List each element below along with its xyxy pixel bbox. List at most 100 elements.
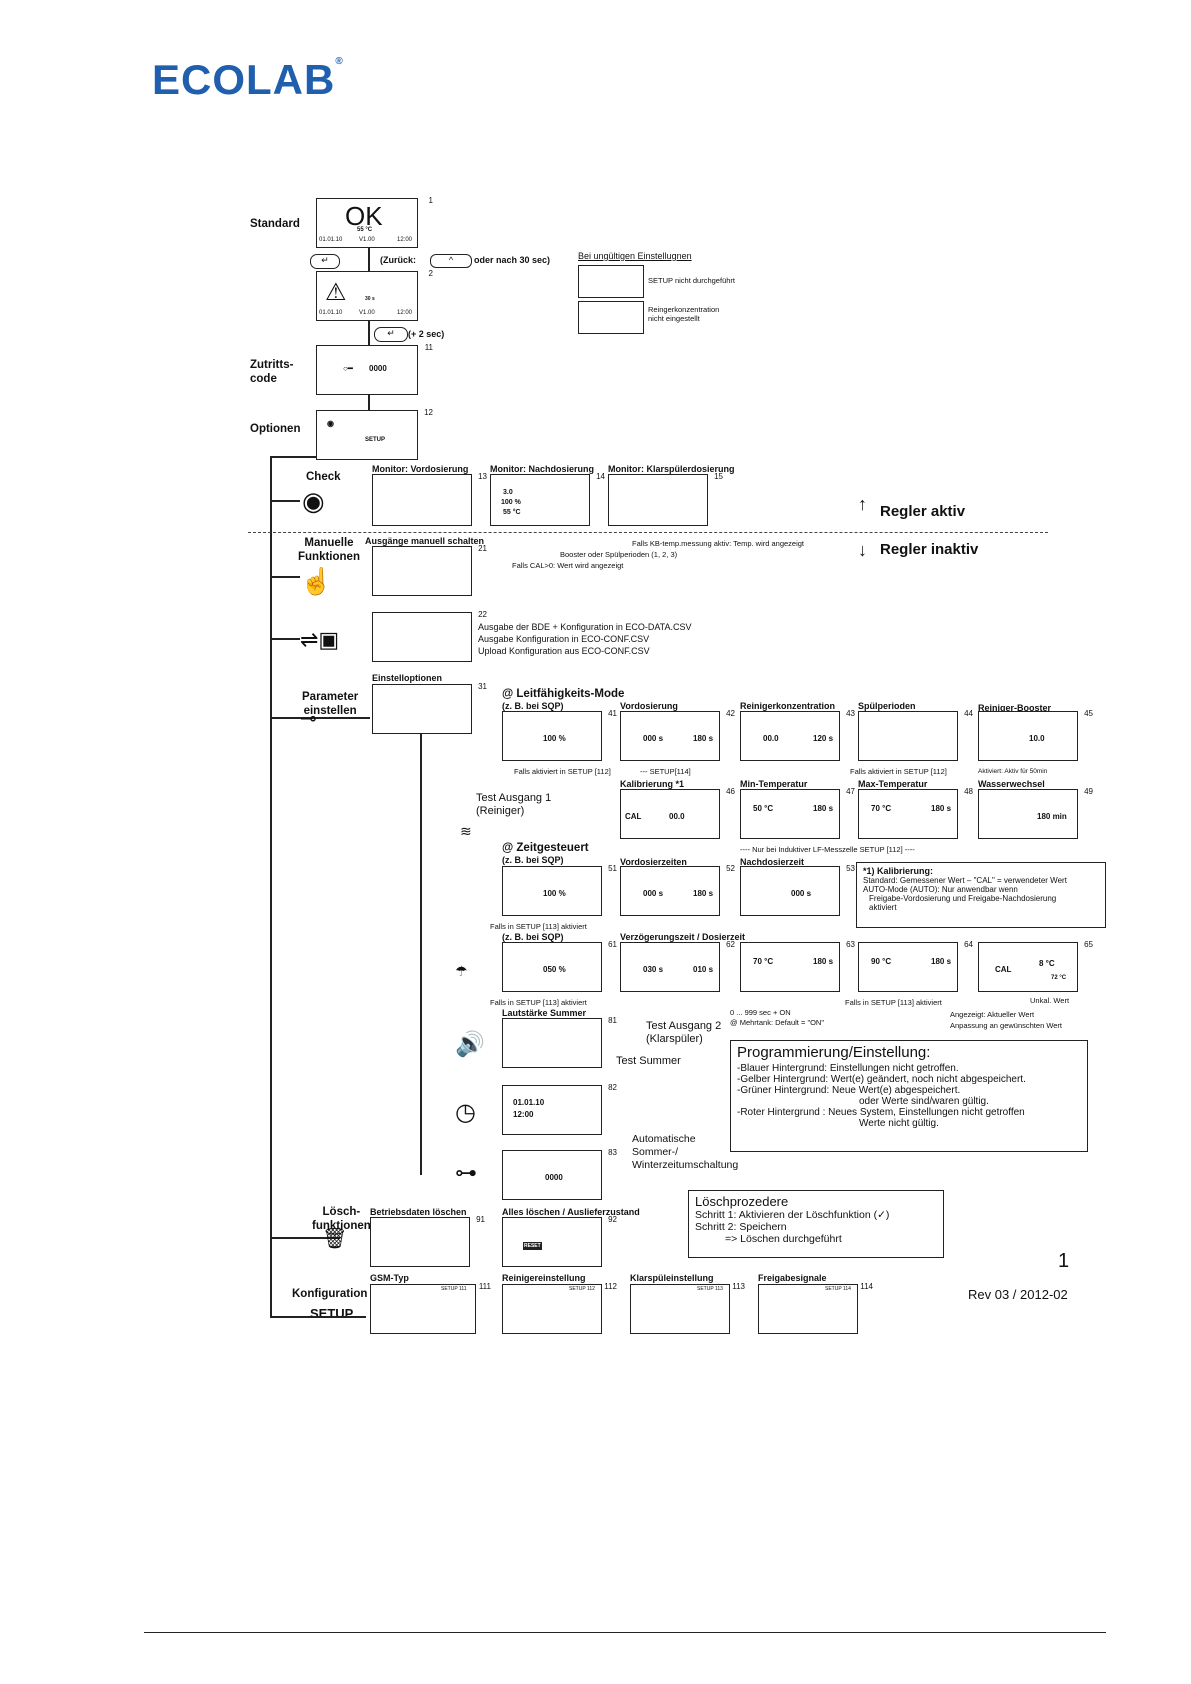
value: CAL [625,812,642,821]
screen-usb[interactable]: 22 [372,610,487,662]
screen-num: 48 [964,787,973,796]
label-setup: SETUP [310,1306,354,1321]
value: 010 s [693,965,714,974]
bdel-title: Betriebsdaten löschen [370,1207,467,1217]
screen-num: 91 [476,1215,485,1224]
water-icon[interactable]: ≋ [460,823,472,839]
screen-num: 114 [860,1282,873,1291]
shower-icon[interactable]: ☂ [455,963,468,979]
time: 12:00 [397,237,413,243]
usb-text-2: Ausgabe Konfiguration in ECO-CONF.CSV [478,634,650,644]
screen-einstell[interactable]: 31 [372,682,487,734]
note: Unkal. Wert [1030,996,1070,1005]
vorzeit-title: Vordosierzeiten [620,857,687,867]
screen-num: 14 [596,472,605,481]
value: 180 s [693,889,714,898]
screen-num: 63 [846,940,855,949]
screen-options[interactable]: ◉ SETUP 12 [316,408,433,460]
flow-line [368,392,370,410]
up-button[interactable]: ^ [430,254,472,268]
value: 000 s [791,889,812,898]
value: 10.0 [1029,734,1045,743]
code-value: 0000 [369,364,387,373]
hand-icon[interactable]: ☝ [300,566,333,596]
note-booster: Booster oder Spülperioden (1, 2, 3) [560,550,678,559]
note-kb: Falls KB-temp.messung aktiv: Temp. wird … [632,539,805,548]
verz-title: Verzögerungszeit / Dosierzeit [620,932,746,942]
note-line: Werte nicht gültig. [859,1118,939,1129]
value: 3.0 [503,489,513,496]
screen-61[interactable]: 050 %61 [502,940,617,992]
invalid-text-2: Reingerkonzentration nicht eingestellt [648,305,720,323]
screen-num: 1 [428,196,433,205]
screen-83[interactable]: 0000 83 [502,1148,617,1200]
trash-icon[interactable]: 🗑 [322,1228,348,1250]
screen-monitor-nach[interactable]: 3.0 100 % 55 °C 14 [490,472,605,526]
note-line: => Löschen durchgeführt [725,1233,842,1245]
key-icon[interactable]: ⊶ [455,1160,477,1185]
label-parameter: Parameter einstellen [302,691,359,717]
screen-num: 111 [478,1282,491,1291]
screen-manual[interactable]: 21 [372,544,487,596]
screen-num: 49 [1084,787,1093,796]
branch-line [270,500,300,502]
screen-51[interactable]: 100 %51 [502,864,617,916]
value: 50 °C [753,804,774,813]
screen-warning[interactable]: ⚠ 30 s 01.01.10 V1.00 12:00 2 [316,269,433,321]
klar-sub: (z. B. bei SQP) [502,932,564,942]
enter-button[interactable]: ↵ [374,327,408,342]
note-line: *1) Kalibrierung: [863,866,934,876]
screen-92[interactable]: RESET 92 [502,1215,617,1267]
screen-41[interactable]: 100 %41 [502,709,617,761]
page-number: 1 [1058,1250,1070,1272]
screen-num: 81 [608,1016,617,1025]
enter-button[interactable]: ↵ [310,254,340,269]
setup-tag: SETUP 112 [569,1286,595,1292]
screen-52[interactable]: 000 s 180 s 52 [620,864,735,916]
screwdriver-icon[interactable]: ⊸ [300,708,317,730]
note: Falls in SETUP [113] aktiviert [490,998,587,1007]
screen-standard[interactable]: OK 55 °C 01.01.10 V1.00 12:00 1 [316,196,433,248]
einstell-title: Einstelloptionen [372,673,443,683]
label-konfig: Konfiguration [292,1288,368,1300]
note-line: -Gelber Hintergrund: Wert(e) geändert, n… [737,1074,1026,1085]
screen-access-code[interactable]: ○━ 0000 11 [316,343,433,395]
note-line: -Roter Hintergrund : Neues System, Einst… [737,1107,1025,1118]
screen-91[interactable]: 91 [370,1215,485,1267]
screen-81[interactable]: 81 [502,1016,617,1068]
screen-44[interactable]: 44 [858,709,973,761]
speaker-icon[interactable]: 🔊 [455,1031,485,1058]
screen-num: 52 [726,864,735,873]
note-line: aktiviert [869,903,897,912]
screen-num: 92 [608,1215,617,1224]
warning-icon: ⚠ [325,279,347,306]
note: Falls in SETUP [113] aktiviert [490,922,587,931]
value: 000 s [643,889,664,898]
reset-label: RESET [523,1242,542,1250]
revision: Rev 03 / 2012-02 [968,1287,1068,1302]
laut-title: Lautstärke Summer [502,1008,587,1018]
clock-icon[interactable]: ◷ [455,1099,476,1126]
screen-monitor-klar[interactable]: 15 [608,472,723,526]
screen-monitor-vor[interactable]: 13 [372,472,487,526]
screen-82[interactable]: 01.01.10 12:00 82 [502,1083,617,1135]
screen-num: 31 [478,682,487,691]
usb-icon[interactable]: ⇌▣ [300,627,340,652]
eye-icon[interactable]: ◉ [302,486,325,516]
